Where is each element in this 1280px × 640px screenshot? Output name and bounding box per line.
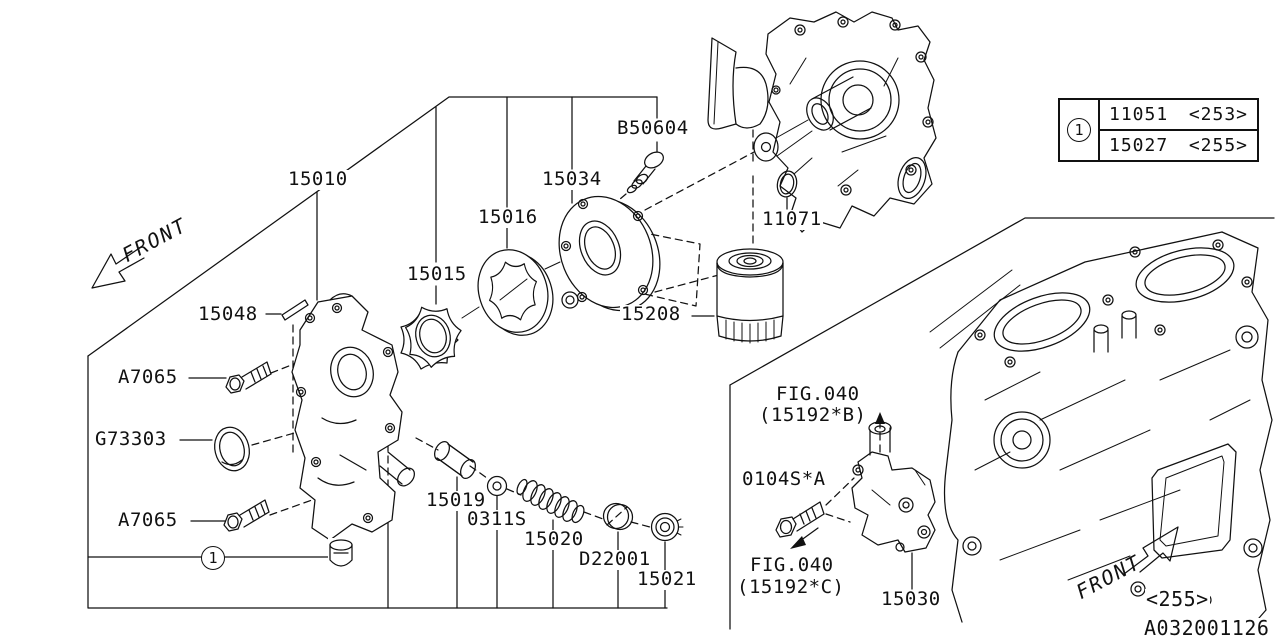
part-label-15015: 15015: [406, 263, 468, 285]
engine-front-art: [707, 11, 937, 233]
oil-pump-assy-art: [851, 421, 936, 553]
part-label-15030: 15030: [880, 588, 942, 610]
fig-c-arrow: [790, 527, 819, 549]
fig-ref-b-line2: (15192*B): [758, 404, 868, 426]
flange-screw-art: [626, 151, 664, 194]
part-label-15208: 15208: [620, 303, 682, 325]
part-label-15016: 15016: [477, 206, 539, 228]
dowel-pin-art: [281, 299, 309, 321]
part-label-b50604: B50604: [616, 117, 690, 139]
washer-art: [486, 475, 508, 497]
relief-spring-art: [516, 478, 585, 524]
ref-1-marker: 1: [201, 546, 225, 570]
part-label-a7065-lower: A7065: [117, 509, 179, 531]
bolt-lower-art: [223, 499, 270, 532]
legend-ref-1-marker: 1: [1067, 118, 1091, 142]
cylinder-block-art: [929, 231, 1273, 627]
legend-table: 1 11051 <253> 15027 <255>: [1058, 98, 1259, 162]
bolt-upper-art: [225, 361, 272, 394]
front-arrow-top-icon: [91, 246, 145, 289]
oil-filter-art: [716, 248, 784, 344]
relief-valve-piston-art: [434, 440, 476, 480]
variant-note: <255>: [1145, 587, 1210, 611]
part-label-15034: 15034: [541, 168, 603, 190]
o-ring-art: [776, 157, 813, 198]
valve-seat-art: [602, 502, 634, 531]
part-label-0104s: 0104S*A: [741, 468, 827, 490]
part-label-a7065-upper: A7065: [117, 366, 179, 388]
part-label-15021: 15021: [636, 568, 698, 590]
part-label-15019: 15019: [425, 489, 487, 511]
part-label-15020: 15020: [523, 528, 585, 550]
legend-part-number: 15027: [1109, 135, 1169, 156]
front-arrow-bottom-icon: [1123, 526, 1179, 575]
part-label-d22001: D22001: [578, 548, 652, 570]
part-label-0311s: 0311S: [466, 508, 528, 530]
legend-row-11051: 11051 <253>: [1100, 100, 1257, 131]
part-label-11071: 11071: [761, 208, 823, 230]
oil-seal-art: [214, 426, 250, 472]
part-label-15010: 15010: [287, 168, 349, 190]
relief-plug-art: [650, 512, 684, 542]
pump-cover-art: [544, 195, 661, 312]
part-label-g73303: G73303: [94, 428, 168, 450]
pump-bolt-art: [775, 501, 825, 538]
fig-ref-c-line1: FIG.040: [749, 554, 835, 576]
fig-b-arrowhead: [875, 412, 885, 424]
oil-pump-case-art: [291, 293, 415, 568]
legend-variant: <255>: [1188, 135, 1248, 156]
legend-variant: <253>: [1188, 104, 1248, 125]
part-label-15048: 15048: [197, 303, 259, 325]
legend-ref-cell: 1: [1060, 100, 1100, 160]
inner-rotor-art: [400, 306, 462, 370]
right-enclosure-box: [729, 217, 1275, 630]
fig-ref-c-line2: (15192*C): [736, 576, 846, 598]
fig-ref-b-line1: FIG.040: [775, 383, 861, 405]
legend-row-15027: 15027 <255>: [1100, 131, 1257, 160]
legend-part-number: 11051: [1109, 104, 1169, 125]
outer-rotor-art: [461, 249, 554, 336]
drawing-number: A032001126: [1143, 616, 1271, 640]
